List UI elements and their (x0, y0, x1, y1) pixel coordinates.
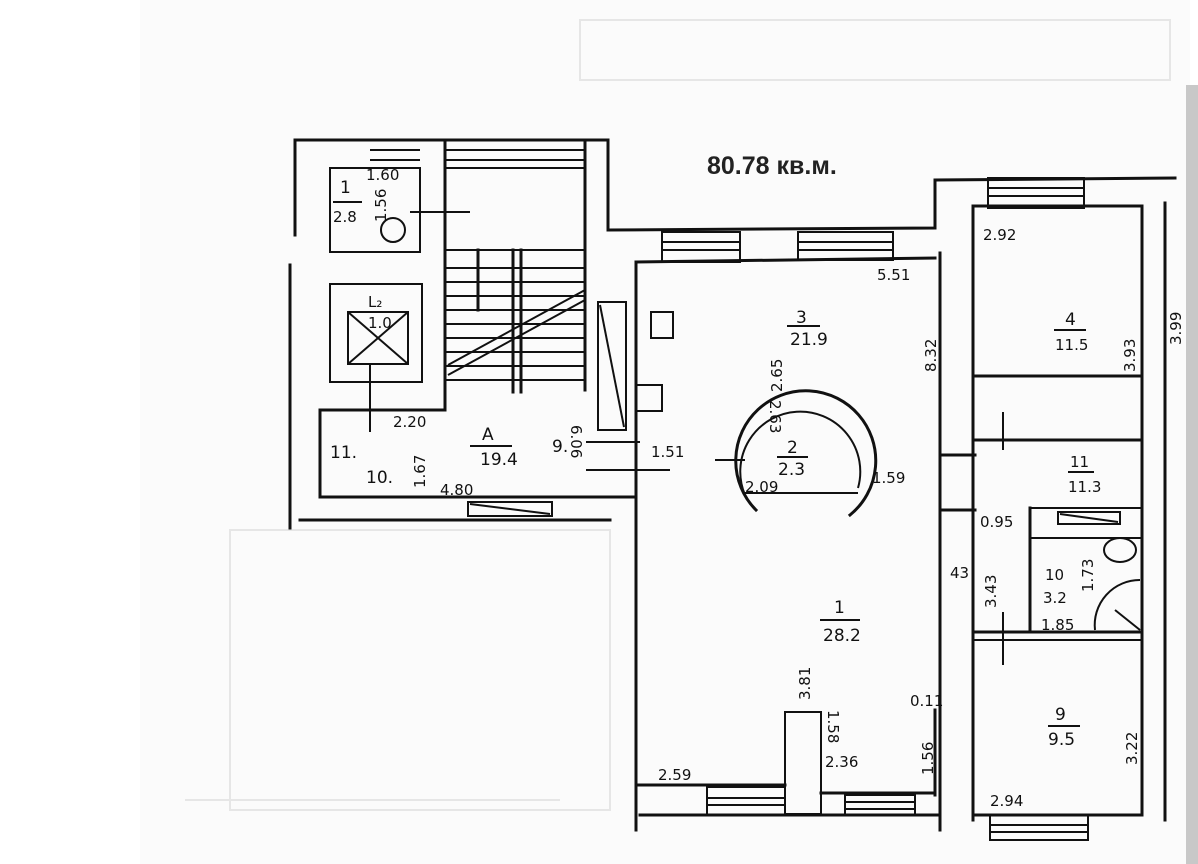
dimension: 2.09 (745, 478, 778, 496)
dimension: 1.73 (1079, 559, 1097, 592)
room-number: L₂ (368, 293, 382, 311)
dimension: 0.11 (910, 692, 943, 710)
toilet-icon (1103, 537, 1137, 563)
dimension: 8.32 (922, 339, 940, 372)
dimension: 1.85 (1041, 616, 1074, 634)
dimension: 1.59 (872, 469, 905, 487)
room-area: 2.8 (333, 208, 357, 226)
total-area-title: 80.78 кв.м. (707, 152, 837, 180)
room-area: 3.2 (1043, 589, 1067, 607)
room-area: 28.2 (823, 626, 861, 646)
room-area: 2.3 (778, 460, 805, 480)
staircase[interactable] (445, 248, 586, 394)
lift-shaft (329, 283, 423, 383)
room-number: 4 (1065, 310, 1076, 330)
room-labels: 1 2.8 L₂ 1.0 A 19.4 9. 10. 11. 3 21.9 2 … (330, 178, 1101, 750)
landing-number: 9. (552, 437, 568, 457)
dimension: 3.81 (796, 667, 814, 700)
dimension: 4.80 (440, 481, 473, 499)
dimension: 2.63 (766, 400, 784, 433)
room-area: 21.9 (790, 330, 828, 350)
dimension: 1.56 (919, 742, 937, 775)
kitchen-stove (650, 311, 674, 339)
background-ghost-lines (185, 19, 1171, 811)
room-number: 9 (1055, 705, 1066, 725)
dimension: 0.95 (980, 513, 1013, 531)
dimension: 2.20 (393, 413, 426, 431)
scanned-paper-background (140, 0, 1190, 864)
room-area: 19.4 (480, 450, 518, 470)
landing-number: 11. (330, 443, 357, 463)
dimension: 5.51 (877, 266, 910, 284)
dimension: 1.60 (366, 166, 399, 184)
closet-fixture-circle (380, 217, 406, 243)
dimension: 2.59 (658, 766, 691, 784)
room-area: 11.5 (1055, 336, 1088, 354)
room-number: 2 (787, 438, 798, 458)
room-area: 1.0 (368, 314, 392, 332)
dimension: 3.22 (1123, 732, 1141, 765)
right-wing-walls (971, 177, 1167, 841)
stairwell-walls (288, 138, 1177, 530)
landing-number: 10. (366, 468, 393, 488)
dimension: 3.93 (1121, 339, 1139, 372)
shower-icon (1093, 578, 1141, 631)
dimension: 2.36 (825, 753, 858, 771)
dimension: 1.51 (651, 443, 684, 461)
room-number: 10 (1045, 566, 1064, 584)
room-number: A (482, 425, 494, 445)
round-room-outer-wall (734, 389, 878, 518)
apartment-walls (586, 231, 977, 832)
closet-room-outline (329, 167, 421, 253)
dimension: 2.94 (990, 792, 1023, 810)
room-number: 11 (1070, 453, 1089, 471)
dimension: 1.56 (372, 189, 390, 222)
dimension: 1.58 (824, 710, 842, 743)
sink-icon (635, 384, 663, 412)
dimension: 6.06 (567, 425, 585, 458)
column (784, 711, 822, 815)
scan-edge-strip (1186, 85, 1198, 864)
dimension: 43 (950, 564, 969, 582)
dimension: 2.65 (768, 359, 786, 392)
dimension: 3.43 (982, 575, 1000, 608)
room-number: 3 (796, 308, 807, 328)
dimension: 1.67 (411, 455, 429, 488)
room-area: 9.5 (1048, 730, 1075, 750)
dimension: 2.92 (983, 226, 1016, 244)
dimension: 3.99 (1167, 312, 1185, 345)
room-area: 11.3 (1068, 478, 1101, 496)
dimension-labels: 1.60 1.56 2.20 6.06 1.67 4.80 5.51 8.32 … (366, 166, 1185, 810)
room-number: 1 (340, 178, 351, 198)
room-number: 1 (834, 598, 845, 618)
